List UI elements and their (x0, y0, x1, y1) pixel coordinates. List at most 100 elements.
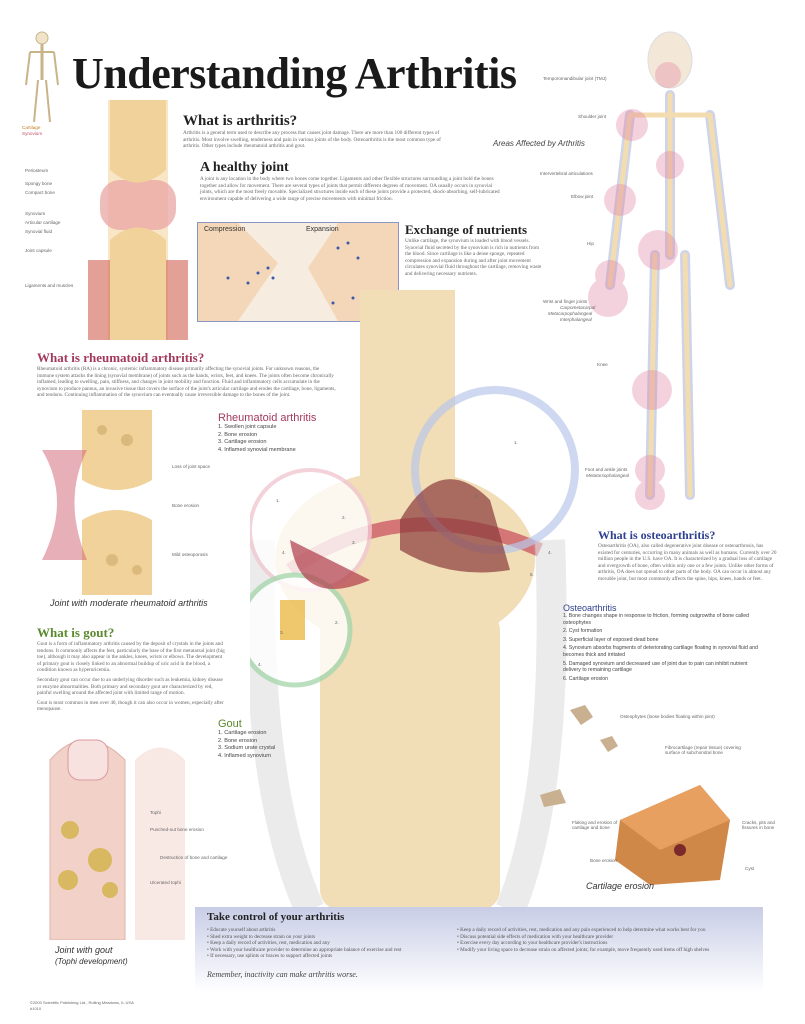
skeleton-icon (25, 31, 59, 123)
healthy-joint-section: A healthy joint A joint is any location … (200, 160, 500, 202)
section-heading: A healthy joint (200, 160, 289, 175)
label: Shoulder joint (578, 114, 607, 119)
number-label: 5. (530, 572, 534, 577)
label: Metatarsophalangeal (586, 473, 629, 478)
label: Knee (597, 362, 608, 367)
section-heading: Take control of your arthritis (207, 911, 345, 923)
section-text: A joint is any location in the body wher… (200, 176, 500, 202)
number-label: 3. (352, 540, 356, 545)
label: Cracks, pits and fissures in bone (742, 820, 775, 830)
list-item: 2. Bone erosion (218, 737, 258, 744)
tip: • Work with your healthcare provider to … (207, 946, 402, 953)
label: Synovial fluid (25, 229, 53, 234)
list-title: Gout (218, 718, 242, 730)
what-is-arthritis-section: What is arthritis? Arthritis is a genera… (183, 113, 443, 150)
label: Destruction of bone and cartilage (160, 855, 228, 860)
label: Osteophytes (loose bodies floating withi… (620, 714, 715, 719)
section-text: Gout is most common in men over 40, thou… (37, 699, 224, 713)
tips-left: • Educate yourself about arthritis • She… (207, 927, 457, 960)
number-label: 2. (335, 620, 339, 625)
section-heading: What is rheumatoid arthritis? (37, 350, 205, 365)
number-label: 2. (475, 494, 479, 499)
list-item: 5. Damaged synovium and decreased use of… (563, 660, 748, 674)
list-item: 4. Synovium absorbs fragments of deterio… (563, 645, 758, 658)
label: Flaking and erosion of cartilage and bon… (572, 820, 618, 830)
number-label: 4. (258, 662, 262, 667)
label: Articular cartilage (25, 220, 61, 225)
label: Periosteum (25, 168, 49, 173)
list-item: 4. Inflamed synovium (218, 752, 271, 759)
section-heading: What is gout? (37, 625, 115, 640)
tips-right: • Keep a daily record of activities, res… (457, 927, 757, 953)
section-text: Gout is a form of inflammatory arthritis… (37, 641, 225, 674)
closing-remark: Remember, inactivity can make arthritis … (207, 970, 358, 979)
label: Tophi (150, 810, 161, 815)
label: Temporomandibular joint (TMJ) (543, 76, 607, 81)
section-heading: Exchange of nutrients (405, 222, 528, 237)
oa-list: Osteoarthritis 1. Bone changes shape in … (563, 603, 763, 682)
expansion-label: Expansion (306, 226, 339, 233)
ra-section: What is rheumatoid arthritis? Rheumatoid… (37, 350, 337, 399)
gout-caption: Joint with gout (55, 945, 113, 955)
take-control-section: Take control of your arthritis • Educate… (195, 907, 763, 992)
number-label: 4. (282, 550, 286, 555)
list-item: 6. Cartilage erosion (563, 675, 608, 682)
tip: • Exercise every day according to your h… (457, 940, 608, 947)
label: Ulcerated tophi (150, 880, 181, 885)
healthy-joint-illustration (88, 100, 188, 340)
gout-caption-sub: (Tophi development) (55, 957, 128, 966)
arthritic-knee-illustration (250, 290, 579, 910)
label: Bone erosion (590, 858, 618, 863)
ra-joint-illustration (42, 410, 152, 595)
ra-list: Rheumatoid arthritis 1. Swollen joint ca… (218, 412, 316, 454)
erosion-caption: Cartilage erosion (586, 881, 655, 891)
label: Spongy bone (25, 181, 53, 186)
label: Metacarpophalangeal (548, 311, 593, 316)
list-item: 3. Superficial layer of exposed dead bon… (563, 636, 659, 643)
list-item: 1. Bone changes shape in response to fri… (563, 613, 750, 626)
label: Hip (587, 241, 594, 246)
list-item: 2. Cyst formation (563, 628, 603, 635)
tip: • Keep a daily record of activities, res… (457, 927, 706, 933)
compression-label: Compression (204, 226, 246, 233)
cartilage-erosion-illustration (540, 705, 730, 885)
label: Wrist and finger joints (543, 299, 588, 304)
tip: • Shed extra weight to decrease strain o… (207, 933, 315, 940)
gout-section: What is gout? Gout is a form of inflamma… (37, 625, 227, 713)
label: Cyst (745, 866, 755, 871)
tip: • Modify your living space to decrease s… (457, 946, 710, 953)
list-item: 4. Inflamed synovial membrane (218, 446, 296, 453)
product-code: #1010 (30, 1006, 42, 1011)
list-item: 3. Cartilage erosion (218, 439, 267, 446)
list-item: 3. Sodium urate crystal (218, 745, 276, 752)
tip: • Educate yourself about arthritis (207, 927, 276, 933)
copyright: ©2000 Scientific Publishing Ltd., Rollin… (30, 1000, 134, 1005)
label: Joint capsule (25, 248, 52, 253)
number-label: 3. (462, 530, 466, 535)
label: Interphalangeal (560, 317, 592, 322)
tip: • If necessary, use splints or braces to… (207, 953, 333, 960)
label: Synovium (25, 211, 46, 216)
body-figure-illustration (588, 31, 735, 510)
label: Loss of joint space (172, 464, 211, 469)
section-heading: What is osteoarthritis? (598, 528, 716, 542)
label: Fibrocartilage (repair tissue) covering … (665, 745, 741, 755)
nutrients-section: Exchange of nutrients Unlike cartilage, … (405, 222, 545, 278)
legend-synovium: Synovium (22, 131, 43, 136)
list-item: 1. Cartilage erosion (218, 730, 267, 736)
section-text: Secondary gout can occur due to an under… (37, 676, 223, 697)
label: Foot and ankle joints (585, 467, 628, 472)
legend-cartilage: Cartilage (22, 125, 41, 130)
gout-toe-illustration (49, 739, 185, 940)
tip: • Keep a daily record of activities, res… (207, 940, 330, 947)
number-label: 3. (280, 630, 284, 635)
label: Punched-out bone erosion (150, 827, 204, 832)
oa-section: What is osteoarthritis? Osteoarthritis (… (598, 528, 778, 583)
label: Compact bone (25, 190, 55, 195)
label: Elbow joint (571, 194, 594, 199)
number-label: 1. (276, 498, 280, 503)
page-title: Understanding Arthritis (72, 49, 517, 98)
list-title: Osteoarthritis (563, 603, 617, 613)
gout-list: Gout 1. Cartilage erosion 2. Bone erosio… (218, 718, 275, 760)
ra-caption: Joint with moderate rheumatoid arthritis (50, 598, 208, 608)
